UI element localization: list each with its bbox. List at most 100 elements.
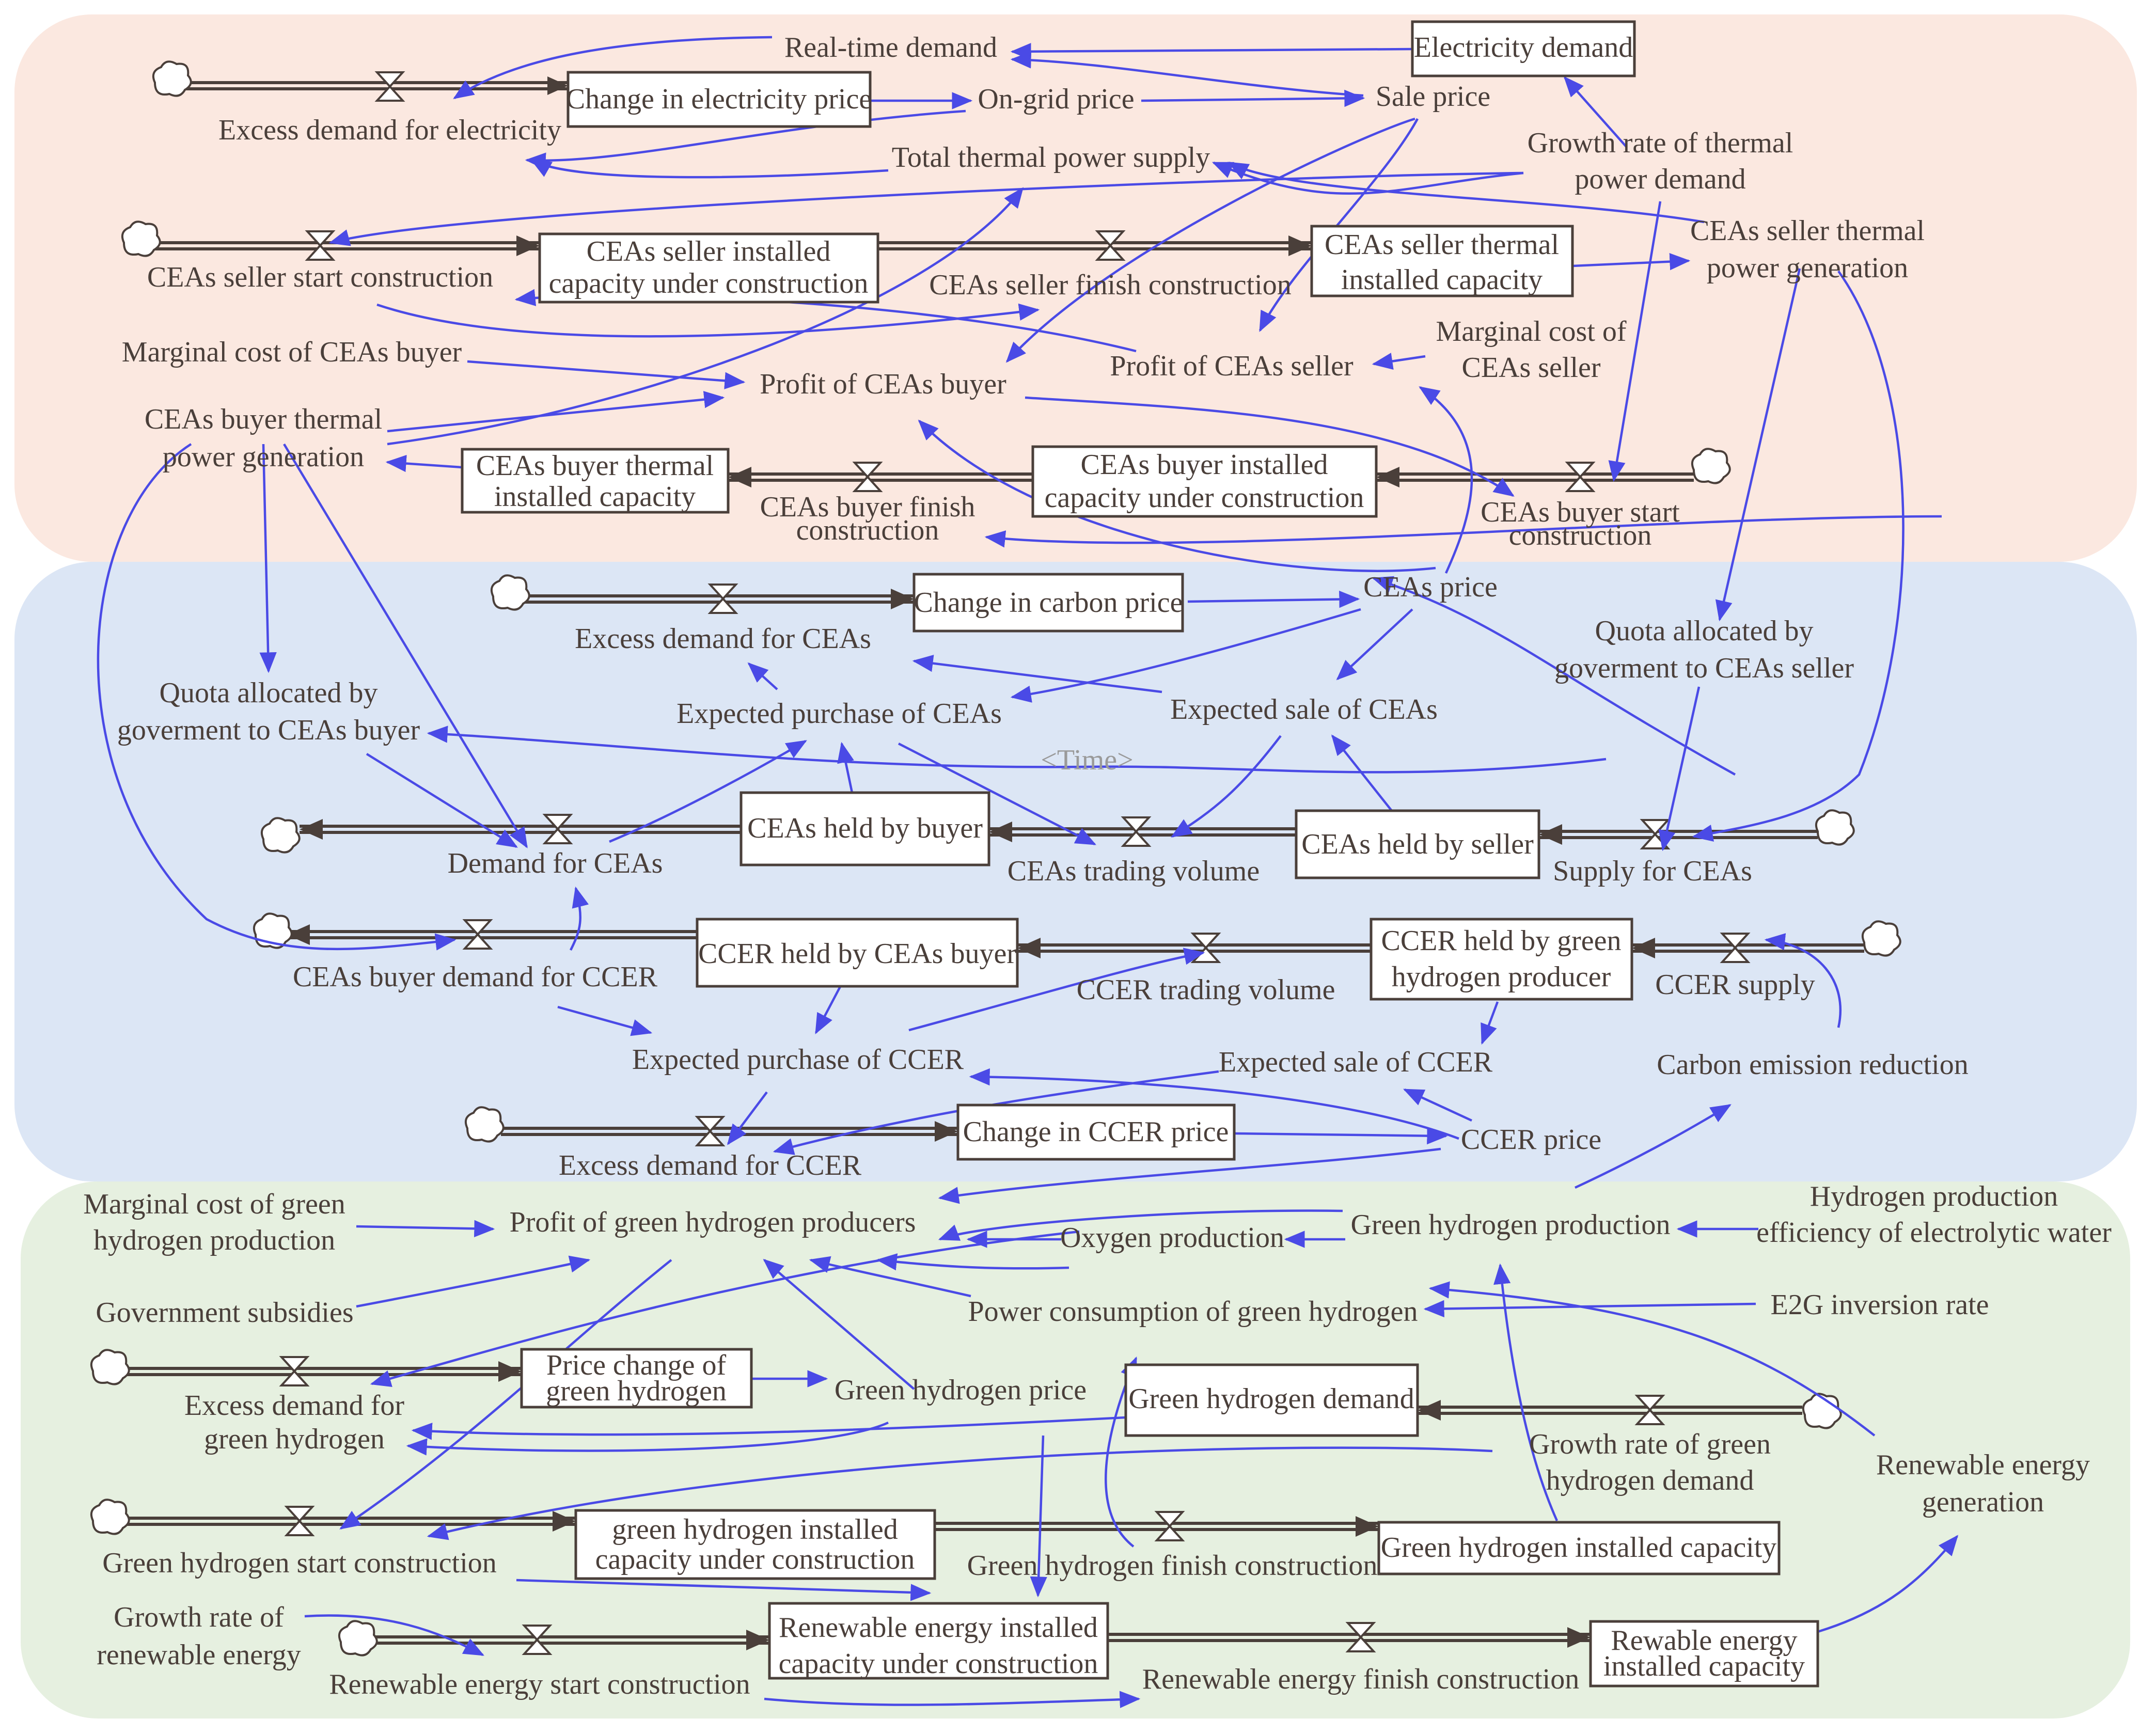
- stock-change-in-electricity-price: [566, 71, 872, 128]
- valve-ccer-demand: [462, 919, 493, 950]
- cloud-icon: [465, 1106, 505, 1143]
- valve-demand-ceas: [542, 814, 573, 844]
- label-ceas-price: CEAs price: [1363, 571, 1498, 603]
- valve-gh-price: [279, 1356, 310, 1386]
- label-ccer-trading-volume: CCER trading volume: [1077, 974, 1335, 1006]
- cloud-icon: [90, 1349, 130, 1385]
- label-change-in-ccer-price: Change in CCER price: [963, 1116, 1229, 1148]
- source-sink-clouds: [90, 60, 1901, 1657]
- cloud-icon: [121, 220, 161, 257]
- label-gh-finish-construction: Green hydrogen finish construction: [967, 1550, 1378, 1582]
- stock-re-installed-capacity: [1589, 1620, 1819, 1688]
- valve-seller-finish: [1095, 230, 1126, 261]
- stock-re-installed-uc: [768, 1602, 1109, 1680]
- label-gh-installed-capacity: Green hydrogen installed capacity: [1381, 1532, 1777, 1564]
- variable-labels: Electricity demand Real-time demand Sale…: [83, 31, 2112, 1700]
- cloud-icon: [152, 60, 192, 97]
- sector-carbon: [14, 562, 2137, 1181]
- label-gh-start-construction: Green hydrogen start construction: [102, 1547, 497, 1579]
- cloud-icon: [491, 574, 530, 611]
- label-change-in-carbon-price: Change in carbon price: [914, 587, 1183, 619]
- cloud-icon: [1862, 920, 1901, 957]
- label-sale-price: Sale price: [1376, 81, 1490, 113]
- stock-gh-installed-capacity: [1377, 1521, 1781, 1575]
- label-profit-ceas-seller: Profit of CEAs seller: [1110, 350, 1354, 382]
- valve-seller-start: [305, 230, 336, 261]
- label-ceas-seller-start-construction: CEAs seller start construction: [147, 261, 493, 293]
- valve-ccer-supply: [1720, 933, 1751, 963]
- label-time: <Time>: [1041, 744, 1133, 776]
- valve-buyer-start: [1565, 462, 1596, 492]
- label-green-hydrogen-price: Green hydrogen price: [835, 1374, 1087, 1406]
- label-on-grid-price: On-grid price: [978, 83, 1134, 115]
- stock-ccer-held-by-ghp: [1370, 918, 1633, 1001]
- label-excess-demand-ceas: Excess demand for CEAs: [575, 623, 871, 655]
- label-demand-for-ceas: Demand for CEAs: [448, 847, 663, 879]
- label-expected-purchase-ccer: Expected purchase of CCER: [632, 1044, 964, 1076]
- cloud-icon: [1691, 448, 1731, 484]
- label-supply-for-ceas: Supply for CEAs: [1553, 855, 1752, 887]
- sector-hydrogen: [21, 1181, 2130, 1719]
- label-excess-demand-ccer: Excess demand for CCER: [559, 1149, 862, 1181]
- cloud-icon: [261, 817, 301, 854]
- valve-electricity-price: [374, 71, 405, 102]
- stock-ceas-buyer-installed-uc: [1031, 445, 1378, 518]
- valve-ceas-trading: [1121, 816, 1152, 847]
- flow-valves: [279, 71, 1751, 1655]
- label-ceas-buyer-demand-ccer: CEAs buyer demand for CCER: [293, 961, 658, 993]
- label-expected-purchase-ceas: Expected purchase of CEAs: [676, 698, 1002, 730]
- label-ccer-held-by-buyer: CCER held by CEAs buyer: [698, 938, 1016, 970]
- label-excess-demand-electricity: Excess demand for electricity: [218, 114, 561, 146]
- valve-buyer-finish: [852, 462, 883, 492]
- valve-re-start: [522, 1625, 553, 1655]
- label-ccer-price: CCER price: [1461, 1124, 1601, 1156]
- stock-ceas-held-by-seller: [1295, 809, 1540, 879]
- label-oxygen-production: Oxygen production: [1060, 1222, 1284, 1254]
- label-marginal-cost-buyer: Marginal cost of CEAs buyer: [122, 336, 462, 368]
- stock-green-hydrogen-demand: [1124, 1363, 1419, 1437]
- stock-price-change-gh: [520, 1348, 753, 1409]
- label-expected-sale-ccer: Expected sale of CCER: [1219, 1046, 1493, 1078]
- stocks: [461, 20, 1819, 1688]
- stock-change-in-ccer-price: [956, 1104, 1236, 1161]
- stock-ceas-seller-installed-uc: [538, 232, 879, 304]
- label-e2g-inversion-rate: E2G inversion rate: [1771, 1289, 1989, 1321]
- stock-ccer-held-by-buyer: [696, 918, 1019, 988]
- valve-gh-finish: [1154, 1511, 1185, 1541]
- stock-ceas-buyer-thermal-cap: [461, 448, 730, 514]
- sector-electricity: [14, 14, 2137, 562]
- label-green-hydrogen-demand: Green hydrogen demand: [1128, 1383, 1414, 1415]
- label-ceas-seller-finish-construction: CEAs seller finish construction: [929, 269, 1291, 301]
- valve-re-finish: [1345, 1622, 1376, 1652]
- cloud-icon: [90, 1499, 130, 1535]
- label-government-subsidies: Government subsidies: [96, 1297, 353, 1329]
- label-re-finish-construction: Renewable energy finish construction: [1142, 1663, 1580, 1695]
- label-carbon-emission-reduction: Carbon emission reduction: [1657, 1049, 1968, 1081]
- stock-ceas-held-by-buyer: [739, 791, 990, 866]
- stock-change-in-carbon-price: [912, 573, 1184, 633]
- label-ceas-held-by-seller: CEAs held by seller: [1301, 828, 1534, 860]
- valve-ccer-price: [695, 1116, 726, 1146]
- stock-ceas-seller-thermal-cap: [1310, 225, 1574, 297]
